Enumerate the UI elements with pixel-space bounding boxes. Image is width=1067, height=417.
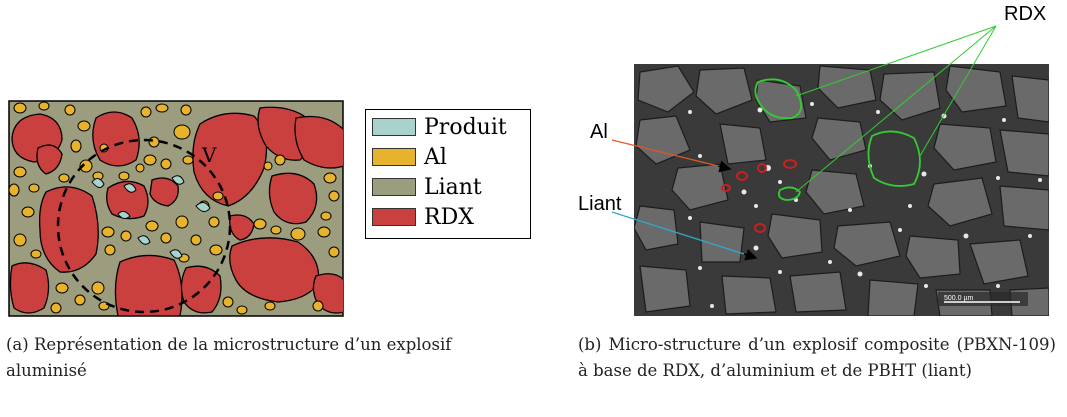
legend-swatch-produit [372,118,416,136]
caption-a: (a) Représentation de la microstructure … [6,335,452,380]
rdx-grains [9,106,343,316]
al-arrow [717,160,732,173]
rdx-pointer-line-3 [795,25,997,193]
al-label: Al [590,121,608,143]
legend-label-rdx: RDX [424,204,474,230]
al-grains [9,101,340,315]
representative-volume-v [56,138,232,314]
legend-swatch-rdx [372,208,416,226]
liant-arrow [743,248,758,261]
annotations: RDX Al Liant [578,3,1046,261]
al-pointer-line [611,139,719,167]
legend-item-produit: Produit [372,114,507,140]
legend-item-liant: Liant [372,174,482,200]
rdx-label: RDX [1004,3,1046,25]
legend-swatch-liant [372,178,416,196]
legend-label-al: Al [424,144,447,170]
legend-swatch-al [372,148,416,166]
product-grains [91,175,211,259]
rdx-outlines [754,78,921,201]
legend-item-al: Al [372,144,447,170]
legend-item-rdx: RDX [372,204,474,230]
legend-label-produit: Produit [424,114,507,140]
sem-micrograph: 500.0 µm [634,64,1049,316]
liant-label: Liant [578,193,622,215]
al-outlines [721,159,797,233]
legend-label-liant: Liant [424,174,482,200]
volume-label-v: V [201,143,217,167]
legend: Produit Al Liant RDX [365,109,531,239]
rdx-pointer-line-1 [795,25,997,97]
scale-bar-label: 500.0 µm [944,295,973,302]
microstructure-schematic: V [8,100,344,317]
caption-b: (b) Micro-structure d’un explosif compos… [578,335,1056,380]
liant-pointer-line [611,211,745,255]
rdx-pointer-line-2 [919,25,997,157]
